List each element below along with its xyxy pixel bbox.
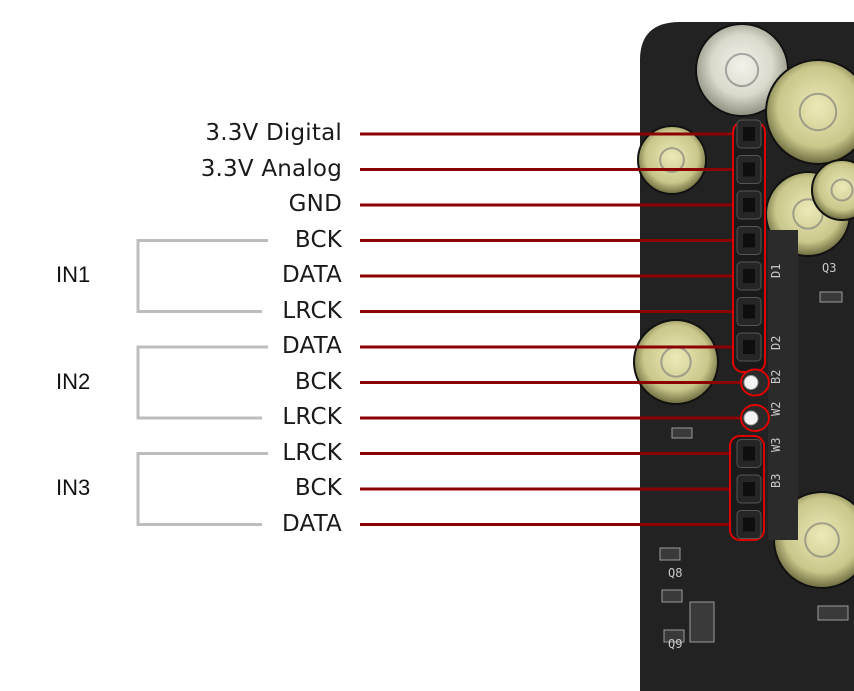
jumper-hole	[743, 482, 755, 496]
group-bracket	[136, 239, 268, 313]
header-column	[768, 230, 798, 540]
smd-component	[817, 605, 849, 621]
silkscreen-label: D1	[769, 264, 783, 278]
silkscreen-label: W3	[769, 438, 783, 452]
smd-component	[661, 589, 683, 603]
capacitor	[637, 125, 707, 195]
input-group-label: IN1	[56, 262, 91, 287]
capacitor-ring	[659, 147, 685, 173]
smd-component	[671, 427, 693, 439]
jumper-hole	[743, 517, 755, 532]
capacitor	[765, 59, 854, 165]
smd-component	[689, 601, 715, 643]
capacitor-ring	[798, 92, 838, 132]
capacitor	[633, 319, 719, 405]
jumper-hole	[743, 127, 755, 141]
solder-pad	[743, 375, 759, 390]
capacitor-ring	[804, 522, 840, 558]
pin-label: BCK	[294, 368, 342, 395]
silkscreen-label: B2	[769, 370, 783, 384]
input-group-label: IN3	[56, 475, 91, 500]
silkscreen-label: D2	[769, 336, 783, 350]
silkscreen-label: W2	[769, 402, 783, 416]
pin-label: 3.3V Digital	[205, 120, 342, 146]
jumper-hole	[743, 446, 755, 461]
smd-component	[819, 291, 843, 303]
pin-label: LRCK	[282, 297, 342, 324]
input-group-label: IN2	[56, 368, 91, 394]
pin-label: DATA	[281, 262, 342, 288]
jumper-hole	[743, 269, 755, 283]
group-bracket	[136, 452, 268, 526]
jumper-hole	[743, 198, 755, 212]
smd-component	[659, 547, 681, 561]
pin-label: GND	[288, 191, 342, 217]
pin-label: LRCK	[282, 404, 342, 430]
capacitor-ring	[830, 178, 854, 202]
silkscreen-label: B3	[769, 474, 783, 488]
smd-component	[663, 629, 685, 643]
jumper-hole	[743, 340, 755, 354]
capacitor	[811, 159, 854, 221]
solder-pad	[743, 410, 759, 426]
pin-label: BCK	[294, 475, 342, 501]
jumper-hole	[743, 304, 755, 319]
pin-label: DATA	[281, 510, 342, 537]
silkscreen-label: Q9	[668, 637, 682, 651]
silkscreen-label: Q3	[822, 261, 836, 275]
pin-label: DATA	[281, 333, 342, 359]
jumper-hole	[743, 162, 755, 177]
silkscreen-label: Q8	[668, 566, 682, 580]
pin-label: 3.3V Analog	[200, 155, 342, 182]
pin-label: BCK	[294, 226, 342, 253]
capacitor-ring	[724, 52, 760, 88]
pin-label: LRCK	[282, 439, 342, 466]
group-bracket	[136, 345, 268, 420]
jumper-hole	[743, 233, 755, 248]
